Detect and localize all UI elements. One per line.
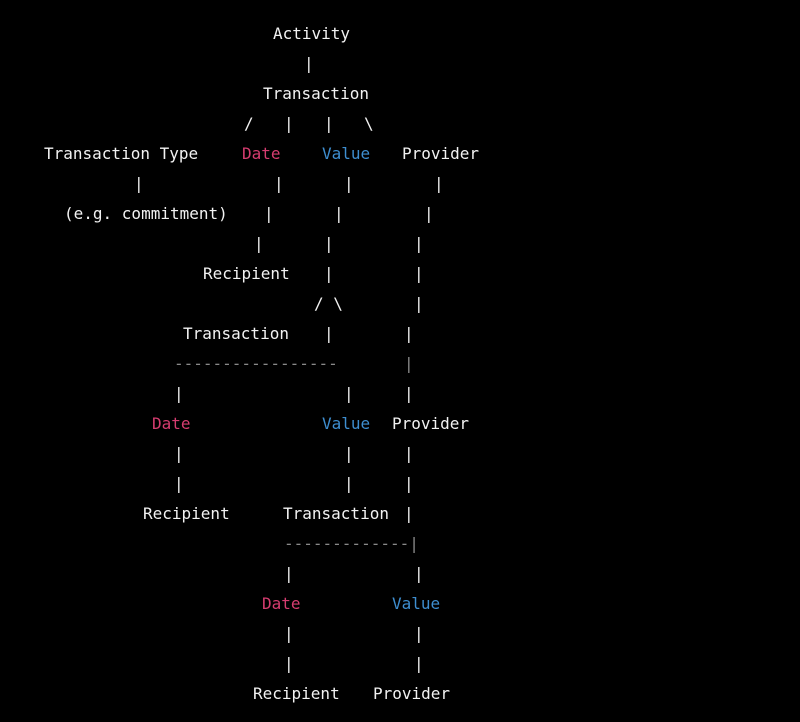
edge-pipe-w: | bbox=[344, 444, 354, 463]
edge-pipe-y: | bbox=[174, 474, 184, 493]
edge-pipe-q: | bbox=[404, 324, 414, 343]
recipient-node-1: Recipient bbox=[203, 264, 290, 283]
edge-pipe-e: | bbox=[344, 174, 354, 193]
transaction-node-3: Transaction bbox=[283, 504, 389, 523]
value-node-2: Value bbox=[322, 414, 371, 433]
date-node-1: Date bbox=[242, 144, 281, 163]
edge-activity-transaction: | bbox=[304, 54, 314, 73]
edge-pipe-af: | bbox=[414, 624, 424, 643]
provider-node-3: Provider bbox=[373, 684, 451, 703]
edge-pipe-ae: | bbox=[284, 624, 294, 643]
edge-pipe-n: | bbox=[414, 264, 424, 283]
edge-pipe-p: | bbox=[324, 324, 334, 343]
provider-node-2: Provider bbox=[392, 414, 470, 433]
edge-pipe-h: | bbox=[334, 204, 344, 223]
edge-pipe-ag: | bbox=[284, 654, 294, 673]
transaction-type-node: Transaction Type bbox=[44, 144, 199, 163]
edge-pipe-o: | bbox=[414, 294, 424, 313]
edge-pipe-u: | bbox=[404, 384, 414, 403]
separator-line-2: -------------| bbox=[284, 534, 419, 553]
edge-slash-left: / bbox=[244, 114, 254, 133]
edge-pipe-x: | bbox=[404, 444, 414, 463]
edge-pipe-ab: | bbox=[404, 504, 414, 523]
separator-line-1: ----------------- bbox=[174, 354, 338, 373]
edge-pipe-g: | bbox=[264, 204, 274, 223]
edge-pipe-z: | bbox=[344, 474, 354, 493]
edge-pipe-b: | bbox=[324, 114, 334, 133]
edge-pipe-t: | bbox=[344, 384, 354, 403]
transaction-node-top: Transaction bbox=[263, 84, 369, 103]
recipient-node-3: Recipient bbox=[253, 684, 340, 703]
edge-pipe-aa: | bbox=[404, 474, 414, 493]
edge-pipe-d: | bbox=[274, 174, 284, 193]
edge-pipe-k: | bbox=[324, 234, 334, 253]
edge-pipe-r: | bbox=[404, 354, 414, 373]
edge-pipe-l: | bbox=[414, 234, 424, 253]
edge-pipe-j: | bbox=[254, 234, 264, 253]
recipient-node-2: Recipient bbox=[143, 504, 230, 523]
edge-pipe-ah: | bbox=[414, 654, 424, 673]
transaction-node-2: Transaction bbox=[183, 324, 289, 343]
edge-backslash-right: \ bbox=[364, 114, 374, 133]
edge-pipe-s: | bbox=[174, 384, 184, 403]
transaction-type-example: (e.g. commitment) bbox=[64, 204, 228, 223]
edge-pipe-v: | bbox=[174, 444, 184, 463]
edge-pipe-c: | bbox=[134, 174, 144, 193]
value-node-3: Value bbox=[392, 594, 441, 613]
edge-fork-2: / \ bbox=[314, 294, 343, 313]
edge-pipe-m: | bbox=[324, 264, 334, 283]
edge-pipe-ad: | bbox=[414, 564, 424, 583]
edge-pipe-ac: | bbox=[284, 564, 294, 583]
edge-pipe-i: | bbox=[424, 204, 434, 223]
date-node-2: Date bbox=[152, 414, 191, 433]
value-node-1: Value bbox=[322, 144, 371, 163]
provider-node-1: Provider bbox=[402, 144, 480, 163]
edge-pipe-a: | bbox=[284, 114, 294, 133]
date-node-3: Date bbox=[262, 594, 301, 613]
edge-pipe-f: | bbox=[434, 174, 444, 193]
activity-node: Activity bbox=[273, 24, 351, 43]
